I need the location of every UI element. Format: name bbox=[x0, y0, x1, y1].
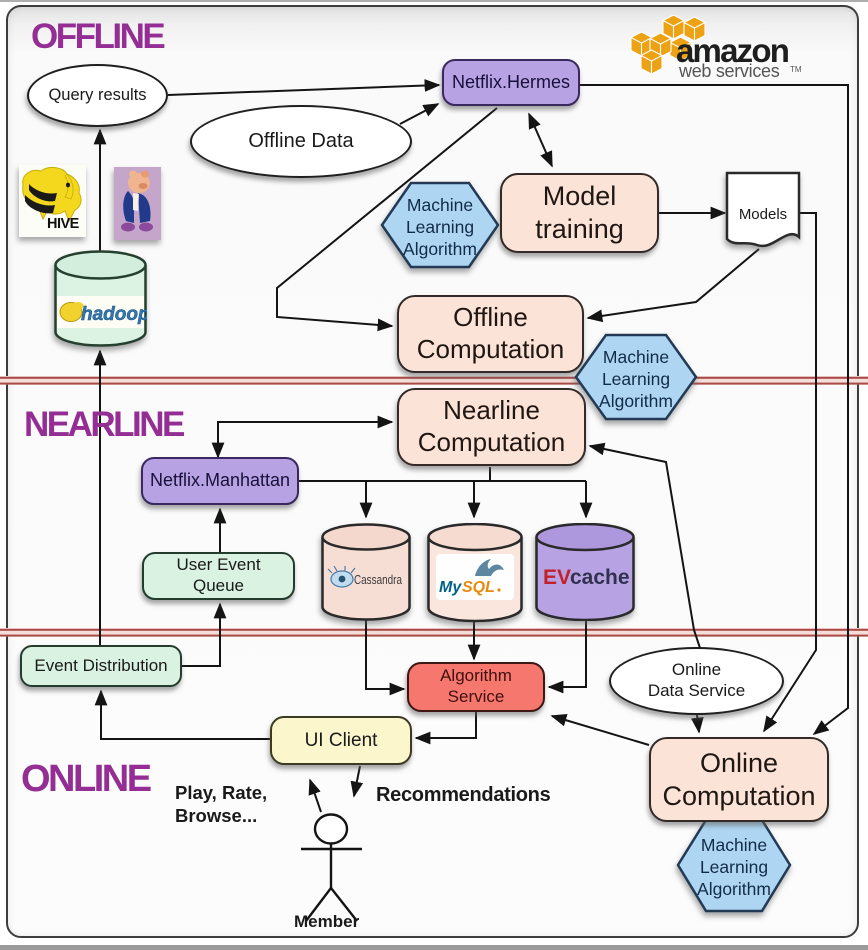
svg-text:Learning: Learning bbox=[602, 369, 670, 389]
svg-text:TM: TM bbox=[790, 65, 802, 74]
svg-text:EV: EV bbox=[543, 566, 571, 589]
svg-text:Machine: Machine bbox=[407, 195, 473, 215]
svg-text:Learning: Learning bbox=[406, 217, 474, 237]
svg-text:Machine: Machine bbox=[603, 347, 669, 367]
svg-text:HIVE: HIVE bbox=[47, 216, 80, 232]
svg-text:Cassandra: Cassandra bbox=[354, 572, 403, 587]
svg-text:Algorithm: Algorithm bbox=[403, 239, 477, 259]
svg-text:My: My bbox=[439, 579, 462, 596]
svg-text:amazon: amazon bbox=[676, 32, 789, 69]
svg-text:web services: web services bbox=[678, 61, 780, 79]
svg-text:Algorithm: Algorithm bbox=[599, 391, 673, 411]
svg-text:Learning: Learning bbox=[700, 857, 768, 877]
svg-text:Models: Models bbox=[739, 206, 787, 223]
svg-text:cache: cache bbox=[570, 566, 630, 589]
svg-text:hadoop: hadoop bbox=[81, 304, 147, 325]
svg-text:SQL: SQL bbox=[462, 579, 495, 596]
svg-text:Machine: Machine bbox=[701, 835, 767, 855]
svg-text:Algorithm: Algorithm bbox=[697, 879, 771, 899]
